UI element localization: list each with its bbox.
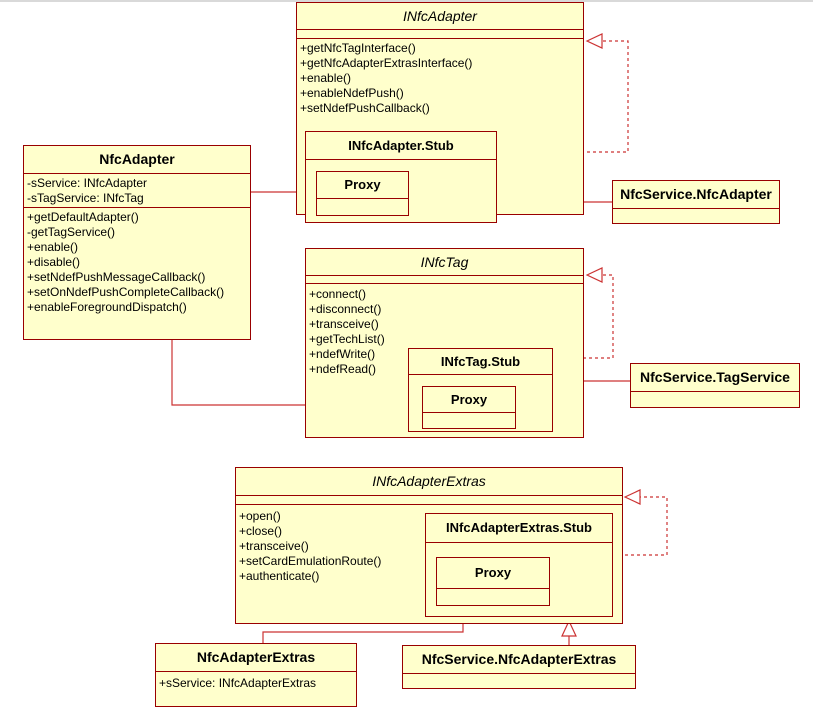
class-name: Proxy [437, 558, 549, 589]
attributes-compartment [306, 276, 583, 284]
method: +ndefWrite() [309, 347, 376, 361]
method: +getTechList() [309, 332, 385, 346]
attributes-compartment [426, 543, 612, 551]
method: +setNdefPushMessageCallback() [27, 270, 206, 284]
method: +setNdefPushCallback() [300, 101, 430, 115]
attributes-compartment [297, 30, 583, 39]
attributes-compartment [403, 674, 635, 682]
class-nfc-adapter[interactable]: NfcAdapter -sService: INfcAdapter -sTagS… [23, 145, 251, 340]
class-name: INfcAdapterExtras.Stub [426, 514, 612, 543]
method: +ndefRead() [309, 362, 377, 376]
attributes-compartment [317, 199, 408, 207]
class-name: NfcAdapterExtras [156, 644, 356, 672]
method: +setCardEmulationRoute() [239, 554, 382, 568]
class-name: Proxy [317, 172, 408, 199]
method: +open() [239, 509, 281, 523]
method: +connect() [309, 287, 367, 301]
class-name: INfcAdapterExtras [236, 468, 622, 496]
class-name: Proxy [423, 387, 515, 413]
class-name: INfcAdapter.Stub [306, 132, 496, 160]
method: +setOnNdefPushCompleteCallback() [27, 285, 225, 299]
class-infc-tag-proxy[interactable]: Proxy [422, 386, 516, 429]
attributes-compartment [409, 375, 552, 383]
method: +transceive() [309, 317, 379, 331]
attributes-compartment: -sService: INfcAdapter -sTagService: INf… [24, 174, 250, 208]
method: +disable() [27, 255, 81, 269]
method: +enable() [300, 71, 352, 85]
methods-compartment: +getDefaultAdapter() -getTagService() +e… [24, 208, 250, 316]
method: +disconnect() [309, 302, 382, 316]
methods-compartment: +connect() +disconnect() +transceive() +… [306, 284, 583, 378]
method: +enableForegroundDispatch() [27, 300, 187, 314]
method: +enable() [27, 240, 79, 254]
generalization-head-infc-adapter-extras-stub [561, 619, 577, 637]
class-nfc-service-nfc-adapter[interactable]: NfcService.NfcAdapter [612, 180, 780, 224]
methods-compartment: +open() +close() +transceive() +setCardE… [236, 505, 622, 585]
attributes-compartment [423, 413, 515, 421]
attribute: +sService: INfcAdapterExtras [159, 676, 317, 690]
class-name: INfcAdapter [297, 3, 583, 30]
realization-head-infc-adapter-extras [623, 489, 641, 505]
method: +close() [239, 524, 283, 538]
class-name: INfcTag [306, 249, 583, 276]
method: +getNfcTagInterface() [300, 41, 416, 55]
realization-infc-adapter-stub [497, 40, 629, 153]
class-nfc-service-nfc-adapter-extras[interactable]: NfcService.NfcAdapterExtras [402, 645, 636, 689]
class-name: NfcAdapter [24, 146, 250, 174]
class-infc-adapter-proxy[interactable]: Proxy [316, 171, 409, 216]
class-nfc-service-tag-service[interactable]: NfcService.TagService [630, 363, 800, 408]
top-border [0, 0, 813, 2]
class-name: NfcService.TagService [631, 364, 799, 392]
attributes-compartment [437, 589, 549, 597]
method: +transceive() [239, 539, 309, 553]
realization-head-infc-adapter [585, 33, 603, 49]
class-infc-adapter-extras-proxy[interactable]: Proxy [436, 557, 550, 606]
realization-head-infc-tag [585, 267, 603, 283]
class-name: INfcTag.Stub [409, 349, 552, 375]
attributes-compartment [236, 496, 622, 505]
attribute: -sService: INfcAdapter [27, 176, 148, 190]
methods-compartment: +getNfcTagInterface() +getNfcAdapterExtr… [297, 39, 583, 117]
method: +getNfcAdapterExtrasInterface() [300, 56, 473, 70]
class-name: NfcService.NfcAdapterExtras [403, 646, 635, 674]
attributes-compartment: +sService: INfcAdapterExtras [156, 672, 356, 692]
method: +enableNdefPush() [300, 86, 404, 100]
attributes-compartment [631, 392, 799, 400]
method: +authenticate() [239, 569, 320, 583]
method: +getDefaultAdapter() [27, 210, 139, 224]
attribute: -sTagService: INfcTag [27, 191, 144, 205]
method: -getTagService() [27, 225, 116, 239]
attributes-compartment [306, 160, 496, 168]
realization-infc-adapter-extras-stub [613, 496, 668, 556]
class-name: NfcService.NfcAdapter [613, 181, 779, 209]
class-nfc-adapter-extras[interactable]: NfcAdapterExtras +sService: INfcAdapterE… [155, 643, 357, 707]
attributes-compartment [613, 209, 779, 217]
